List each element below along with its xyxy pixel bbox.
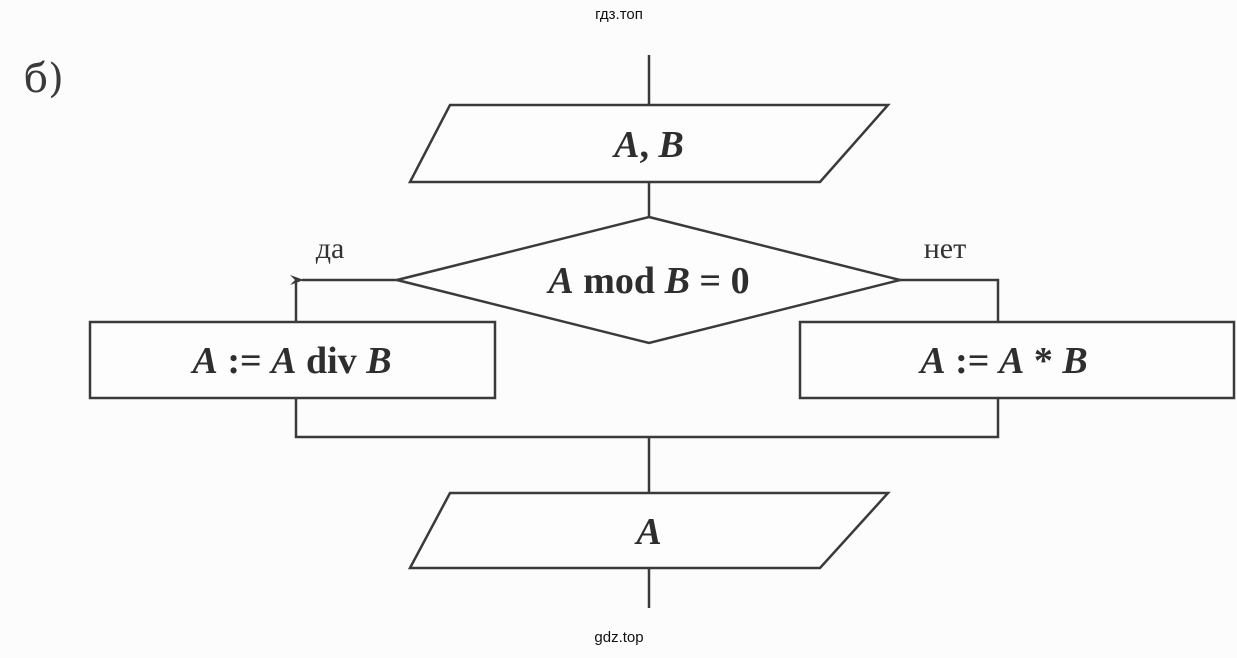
yes-action-block: A := A div B bbox=[88, 320, 497, 400]
svg-text:A, B: A, B bbox=[612, 124, 684, 166]
svg-text:A := A div B: A := A div B bbox=[190, 340, 391, 382]
watermark-bottom: gdz.top bbox=[594, 629, 643, 646]
svg-text:A: A bbox=[634, 511, 661, 553]
svg-text:A := A * B: A := A * B bbox=[918, 340, 1087, 382]
svg-text:A mod B = 0: A mod B = 0 bbox=[546, 260, 749, 302]
watermark-top: гдз.топ bbox=[595, 6, 643, 23]
connectors bbox=[290, 55, 1000, 608]
yes-label: да bbox=[316, 232, 345, 265]
no-label: нет bbox=[924, 232, 966, 265]
input-block: A, B bbox=[407, 103, 891, 184]
no-action-block: A := A * B bbox=[798, 320, 1236, 400]
condition-diamond: A mod B = 0 bbox=[396, 215, 901, 345]
output-block: A bbox=[407, 491, 891, 570]
part-label: б) bbox=[24, 56, 64, 102]
